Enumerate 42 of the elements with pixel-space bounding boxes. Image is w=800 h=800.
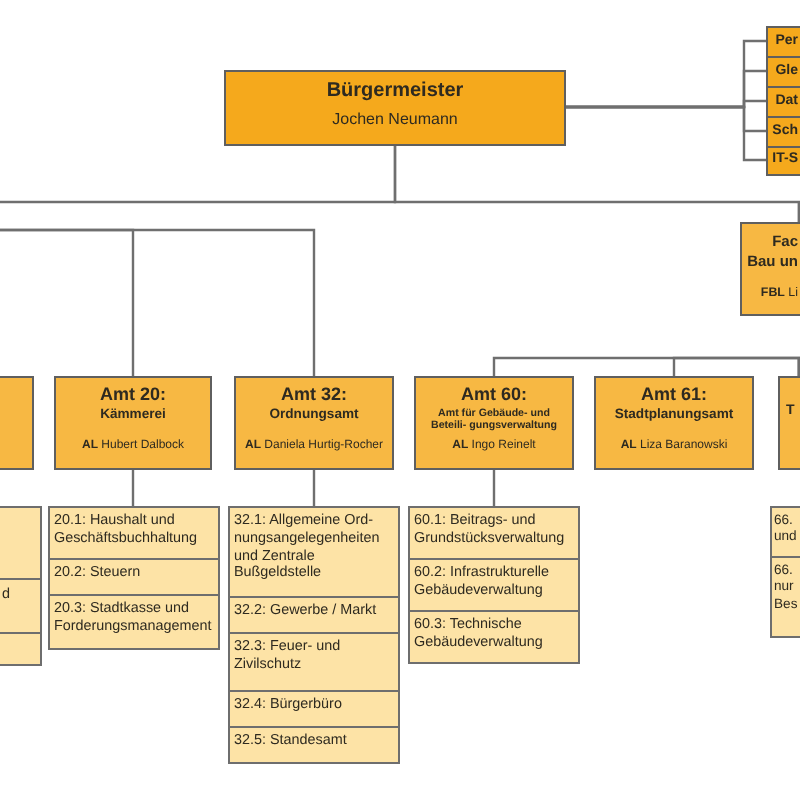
office-title: Amt 61: xyxy=(640,384,707,406)
staff-unit-box xyxy=(766,26,800,58)
staff-unit-box xyxy=(766,56,800,88)
department-box xyxy=(740,222,800,316)
division-box xyxy=(408,506,580,560)
division-box xyxy=(48,594,220,650)
division-box xyxy=(770,506,800,558)
office-title: Amt 32: xyxy=(280,384,347,406)
mayor-box xyxy=(224,70,566,146)
connector-line xyxy=(131,470,135,506)
office-title: Amt 60: xyxy=(460,384,527,406)
staff-unit-box xyxy=(766,146,800,176)
staff-unit-box xyxy=(766,86,800,118)
division-box xyxy=(408,558,580,612)
connector-line xyxy=(672,356,800,376)
office-title: Bürgermeister xyxy=(326,80,464,104)
division-box xyxy=(228,506,400,598)
office-box xyxy=(54,376,212,470)
division-box xyxy=(0,578,42,634)
division-box xyxy=(48,506,220,560)
division-box xyxy=(408,610,580,664)
connector-line xyxy=(0,228,316,376)
staff-unit-box xyxy=(766,116,800,148)
division-box xyxy=(228,596,400,634)
person-name: Jochen Neumann xyxy=(332,110,458,130)
office-title: Amt 20: xyxy=(99,384,166,406)
division-box xyxy=(228,632,400,692)
office-box xyxy=(594,376,754,470)
office-box xyxy=(0,376,34,470)
division-box xyxy=(48,558,220,596)
connector-line xyxy=(393,144,800,222)
connector-line xyxy=(312,470,316,506)
connector-line xyxy=(566,105,766,162)
office-box xyxy=(234,376,394,470)
division-box xyxy=(228,726,400,764)
connector-line xyxy=(492,470,496,506)
division-box xyxy=(0,632,42,666)
office-box xyxy=(778,376,800,470)
division-box xyxy=(0,506,42,580)
division-box xyxy=(228,690,400,728)
office-box xyxy=(414,376,574,470)
division-box xyxy=(770,556,800,638)
